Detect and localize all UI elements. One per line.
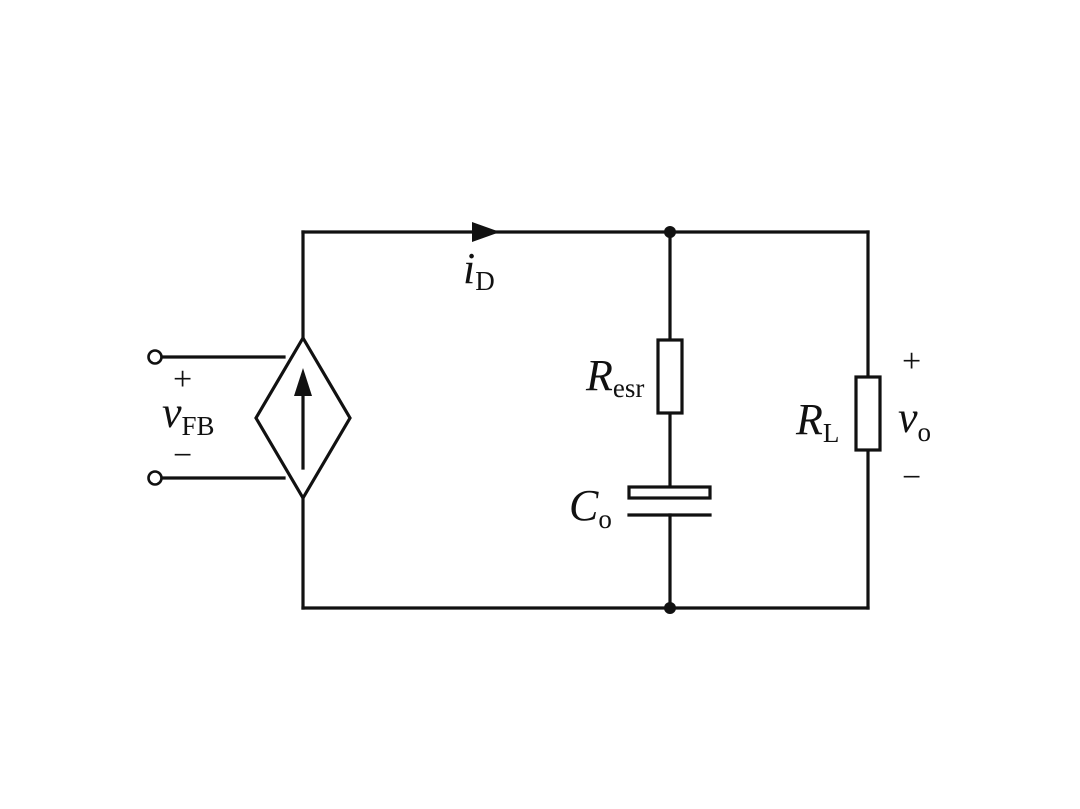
junction-bottom <box>664 602 676 614</box>
vo-voltage-label: vo <box>898 393 931 447</box>
current-arrow-icon <box>472 222 500 242</box>
capacitor-co <box>627 485 712 517</box>
input-terminal-bottom <box>147 470 163 486</box>
vo-plus-sign: + <box>902 343 921 380</box>
resr-resistor <box>656 338 684 415</box>
wires <box>160 230 870 610</box>
vo-minus-sign: − <box>902 459 921 496</box>
junction-top <box>664 226 676 238</box>
source-arrow-icon <box>294 368 312 396</box>
rl-resistor <box>854 375 882 452</box>
fb-minus-sign: − <box>173 437 192 474</box>
current-label: iD <box>463 244 495 296</box>
fb-voltage-label: vFB <box>162 388 215 441</box>
cap-label: Co <box>569 481 612 534</box>
rl-label: RL <box>795 395 839 448</box>
input-terminal-top <box>147 349 163 365</box>
resr-label: Resr <box>585 351 644 403</box>
capacitor-plate-top <box>627 485 712 500</box>
fb-plus-sign: + <box>173 361 192 398</box>
dependent-current-source <box>254 334 352 502</box>
